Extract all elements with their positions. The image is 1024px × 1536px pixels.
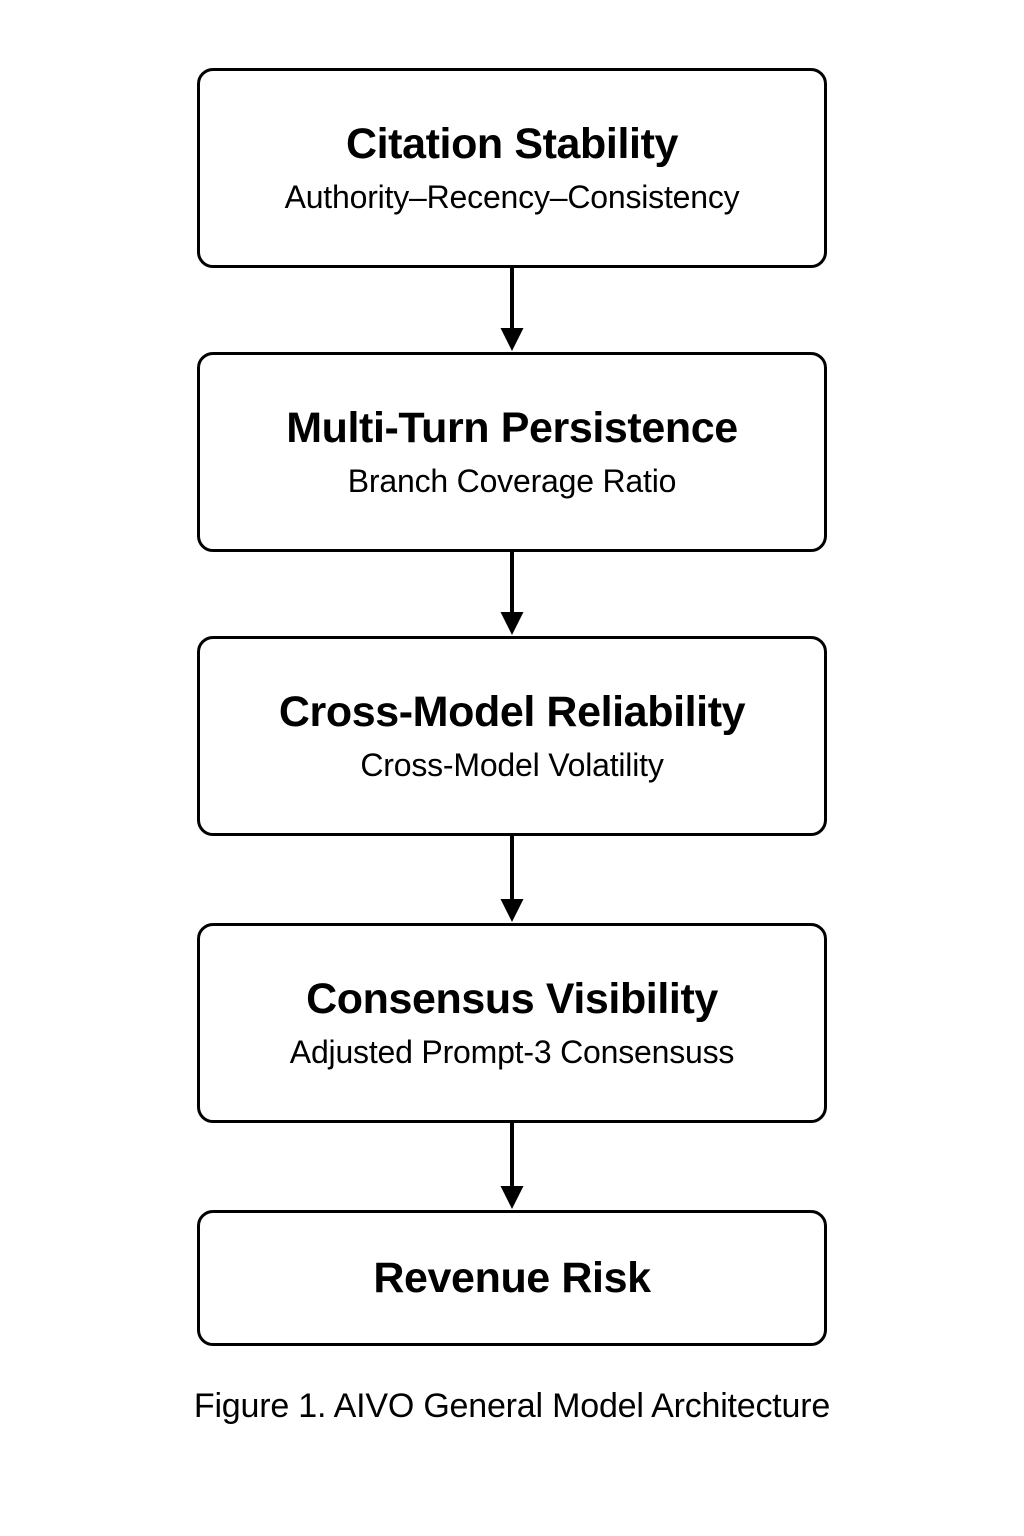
arrow-down-icon: [500, 1123, 524, 1209]
flow-arrow-3: [197, 836, 827, 923]
node-subtitle: Branch Coverage Ratio: [347, 462, 677, 499]
flowchart-column: Citation Stability Authority–Recency–Con…: [197, 68, 827, 1346]
flow-node-consensus-visibility[interactable]: Consensus Visibility Adjusted Prompt-3 C…: [197, 923, 827, 1123]
node-title: Multi-Turn Persistence: [286, 404, 738, 453]
node-title: Revenue Risk: [373, 1253, 651, 1302]
arrow-down-icon: [500, 268, 524, 351]
flow-node-citation-stability[interactable]: Citation Stability Authority–Recency–Con…: [197, 68, 827, 268]
flow-node-revenue-risk[interactable]: Revenue Risk: [197, 1210, 827, 1346]
node-subtitle: Cross-Model Volatility: [360, 746, 664, 783]
node-subtitle: Adjusted Prompt-3 Consensuss: [289, 1033, 735, 1070]
node-title: Cross-Model Reliability: [278, 688, 746, 737]
flow-node-cross-model-reliability[interactable]: Cross-Model Reliability Cross-Model Vola…: [197, 636, 827, 836]
arrow-down-icon: [500, 552, 524, 635]
flow-arrow-2: [197, 552, 827, 636]
flow-arrow-1: [197, 268, 827, 352]
node-subtitle: Authority–Recency–Consistency: [284, 178, 740, 215]
node-title: Citation Stability: [345, 120, 679, 169]
flow-arrow-4: [197, 1123, 827, 1210]
flow-node-multi-turn-persistence[interactable]: Multi-Turn Persistence Branch Coverage R…: [197, 352, 827, 552]
figure-caption: Figure 1. AIVO General Model Architectur…: [193, 1387, 831, 1425]
node-title: Consensus Visibility: [306, 975, 718, 1024]
arrow-down-icon: [500, 836, 524, 922]
